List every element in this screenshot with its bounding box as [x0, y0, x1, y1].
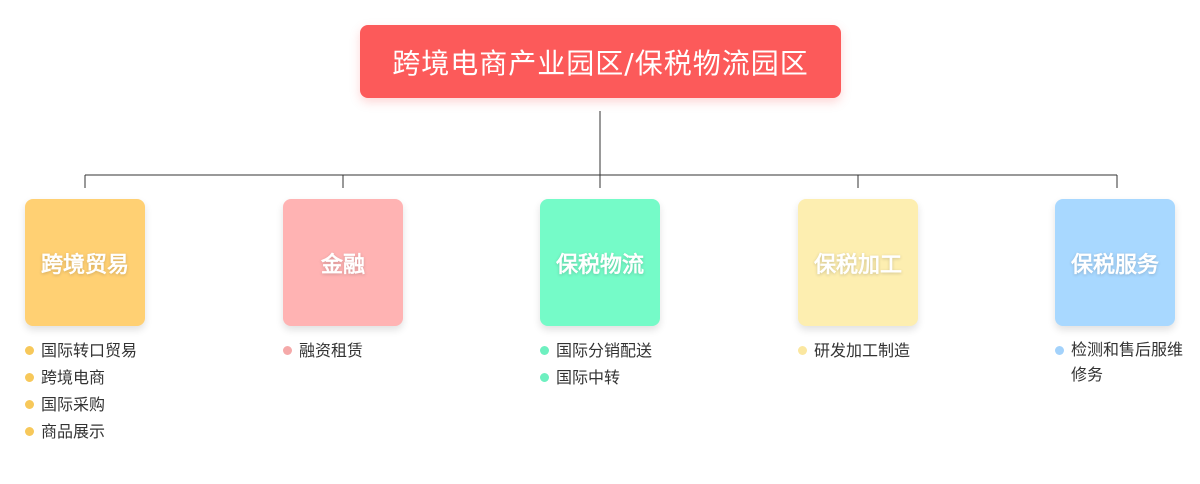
item-label: 国际转口贸易 [41, 341, 138, 360]
branch-list-finance: 融资租赁 [283, 337, 363, 364]
list-item: 商品展示 [25, 418, 137, 445]
branch-card-finance: 金融 [283, 199, 403, 326]
bullet-dot [25, 400, 34, 409]
bullet-dot [798, 346, 807, 355]
bullet-dot [540, 373, 549, 382]
bullet-dot [25, 373, 34, 382]
root-title: 跨境电商产业园区/保税物流园区 [392, 46, 809, 80]
list-item: 国际中转 [540, 364, 652, 391]
list-item: 研发加工制造 [798, 337, 910, 364]
bullet-dot [1055, 346, 1064, 355]
branch-list-cross-border-trade: 国际转口贸易 跨境电商 国际采购 商品展示 [25, 337, 137, 445]
list-item: 跨境电商 [25, 364, 137, 391]
bullet-dot [25, 427, 34, 436]
bullet-dot [540, 346, 549, 355]
list-item: 融资租赁 [283, 337, 363, 364]
branch-title: 保税加工 [813, 252, 902, 278]
branch-title: 跨境贸易 [40, 252, 129, 278]
branch-title: 保税物流 [555, 252, 644, 278]
branch-card-cross-border-trade: 跨境贸易 [25, 199, 145, 326]
branch-card-bonded-processing: 保税加工 [798, 199, 918, 326]
item-label: 国际采购 [41, 395, 106, 414]
branch-list-bonded-services: 检测和售后服维修务 [1055, 337, 1183, 387]
item-label: 研发加工制造 [814, 341, 911, 360]
list-item: 国际分销配送 [540, 337, 652, 364]
list-item: 检测和售后服维修务 [1055, 337, 1183, 387]
branch-list-bonded-processing: 研发加工制造 [798, 337, 910, 364]
item-label: 融资租赁 [299, 341, 364, 360]
item-label: 国际中转 [556, 368, 621, 387]
bullet-dot [25, 346, 34, 355]
item-label: 检测和售后服维修务 [1071, 340, 1184, 384]
branch-title: 保税服务 [1070, 252, 1159, 278]
root-node: 跨境电商产业园区/保税物流园区 [360, 25, 841, 98]
branch-card-bonded-services: 保税服务 [1055, 199, 1175, 326]
item-label: 国际分销配送 [556, 341, 653, 360]
list-item: 国际采购 [25, 391, 137, 418]
list-item: 国际转口贸易 [25, 337, 137, 364]
item-label: 商品展示 [41, 422, 106, 441]
branch-list-bonded-logistics: 国际分销配送 国际中转 [540, 337, 652, 391]
branch-title: 金融 [320, 252, 365, 278]
branch-card-bonded-logistics: 保税物流 [540, 199, 660, 326]
bullet-dot [283, 346, 292, 355]
item-label: 跨境电商 [41, 368, 106, 387]
